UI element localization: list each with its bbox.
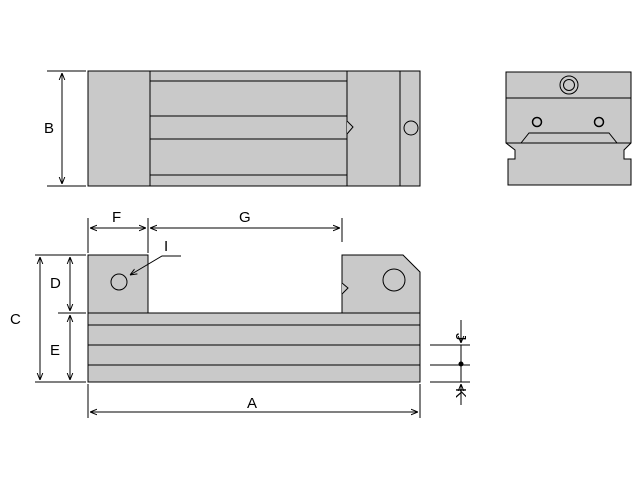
front-view-right-screw-hole [382,268,406,292]
end-view-top-screw-outer [559,75,579,95]
label-a: A [247,395,257,412]
label-d: D [50,275,61,292]
label-c: C [10,311,21,328]
front-view-left-screw-hole [110,273,128,291]
label-k: K [452,388,469,398]
end-view-slide-block [519,132,619,144]
label-b: B [44,120,54,137]
label-i: I [164,238,168,255]
end-view [505,71,632,186]
label-g: G [239,209,251,226]
top-view-jaw-notch [346,120,354,135]
label-f: F [112,209,121,226]
end-view-pin-hole-left [531,116,543,128]
front-view-jaw-notch [341,282,349,295]
front-view-body [87,254,421,383]
front-view: F G I C D E A J K [10,209,470,418]
leader-i [130,255,181,275]
top-view-body [87,70,421,187]
dim-jk-dot [458,361,464,367]
label-j: J [452,333,469,341]
top-view: B [44,70,421,187]
end-view-pin-hole-right [593,116,605,128]
end-view-top-screw-inner [563,79,575,91]
top-view-screw-hole [403,120,419,136]
label-e: E [50,342,60,359]
